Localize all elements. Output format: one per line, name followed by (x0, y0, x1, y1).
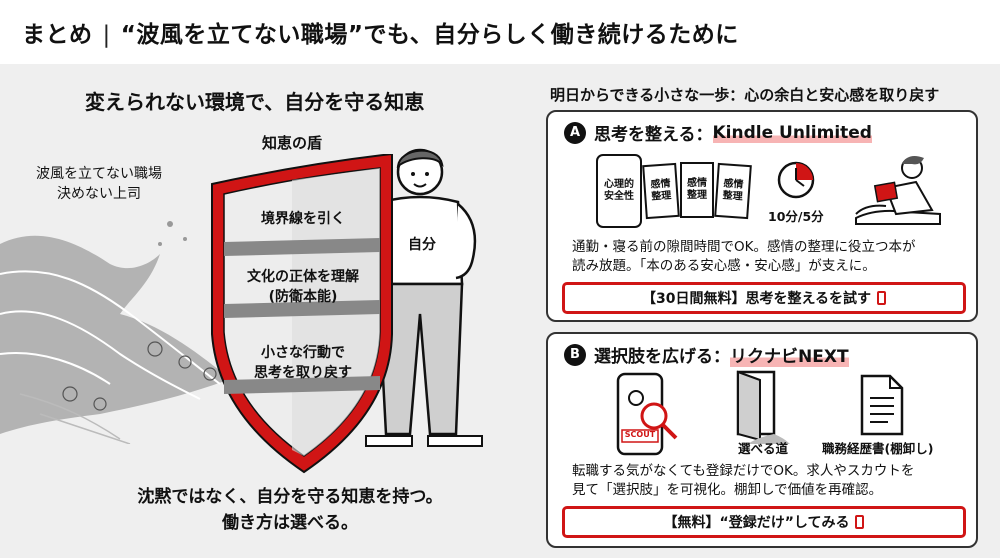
book-icon: 感情 整理 (642, 162, 680, 220)
shield-row-action: 小さな行動で (261, 345, 345, 361)
book-icon: 感情 整理 (680, 162, 714, 218)
wave-illustration (0, 221, 230, 444)
try-kindle-label: 【30日間無料】思考を整えるを試す (641, 291, 872, 307)
card-b-desc-line-2: 見て「選択肢」を可視化。棚卸しで価値を再確認。 (572, 482, 883, 498)
card-a-desc-line-2: 読み放題。「本のある安心感・安心感」が支えに。 (572, 258, 876, 274)
wave-line-2: 決めない上司 (57, 186, 141, 202)
title-separator: | (102, 22, 111, 48)
shield-row-culture-sub: (防衛本能) (268, 289, 338, 305)
card-a-title-brand: Kindle Unlimited (712, 122, 872, 143)
conclusion-line-1: 沈黙ではなく、自分を守る知恵を持つ。 (137, 487, 443, 507)
self-label: 自分 (408, 237, 436, 253)
phone-icon (855, 515, 865, 529)
card-a-description: 通勤・寝る前の隙間時間でOK。感情の整理に役立つ本が 読み放題。「本のある安心感… (572, 238, 972, 276)
card-b-title: B 選択肢を広げる： リクナビNEXT (564, 342, 849, 367)
tablet-text-1: 心理的 (604, 179, 634, 190)
shield-icon (211, 154, 393, 474)
door-label: 選べる道 (738, 441, 789, 456)
wave-text: 波風を立てない職場 決めない上司 (36, 164, 162, 204)
card-b-title-prefix: 選択肢を広げる： (594, 347, 730, 367)
document-label: 職務経歴書(棚卸し) (822, 441, 934, 456)
card-a-title: A 思考を整える： Kindle Unlimited (564, 120, 872, 145)
card-b-desc-line-1: 転職する気がなくても登録だけでOK。求人やスカウトを (572, 463, 915, 479)
card-a-title-prefix: 思考を整える： (594, 125, 713, 145)
card-rikunabi: B 選択肢を広げる： リクナビNEXT SCOUT 選べる道 職務経歴書(棚卸し… (546, 332, 978, 548)
book-text-2: 整理 (651, 190, 672, 203)
conclusion-line-2: 働き方は選べる。 (222, 513, 358, 533)
right-heading: 明日からできる小さな一歩：心の余白と安心感を取り戻す (550, 86, 940, 104)
page-title: まとめ | “波風を立てない職場”でも、自分らしく働き続けるために (22, 15, 739, 49)
register-rikunabi-label: 【無料】“登録だけ”してみる (663, 515, 850, 531)
book-text-2: 整理 (687, 190, 707, 201)
card-kindle: A 思考を整える： Kindle Unlimited 心理的 安全性 感情 整理… (546, 110, 978, 322)
book-icon: 感情 整理 (714, 162, 752, 220)
card-b-title-brand: リクナビNEXT (730, 342, 849, 367)
title-bar: まとめ | “波風を立てない職場”でも、自分らしく働き続けるために (0, 0, 1000, 64)
book-text-1: 感情 (687, 178, 707, 189)
register-rikunabi-button[interactable]: 【無料】“登録だけ”してみる (562, 506, 966, 538)
card-a-badge: A (564, 121, 586, 144)
title-main: “波風を立てない職場”でも、自分らしく働き続けるために (120, 22, 739, 48)
timer-label: 10分/5分 (768, 209, 824, 224)
tablet-icon: 心理的 安全性 (596, 154, 642, 228)
person-illustration (365, 148, 483, 447)
wave-line-1: 波風を立てない職場 (36, 166, 162, 182)
left-heading: 変えられない環境で、自分を守る知恵 (85, 90, 425, 114)
card-a-desc-line-1: 通勤・寝る前の隙間時間でOK。感情の整理に役立つ本が (572, 239, 916, 255)
reading-person-icon (855, 156, 941, 225)
try-kindle-button[interactable]: 【30日間無料】思考を整えるを試す (562, 282, 966, 314)
shield-row-boundary: 境界線を引く (261, 211, 345, 227)
card-b-description: 転職する気がなくても登録だけでOK。求人やスカウトを 見て「選択肢」を可視化。棚… (572, 462, 972, 500)
document-icon (860, 374, 904, 436)
timer-icon (777, 161, 815, 199)
smartphone-scout-icon (616, 372, 678, 456)
book-text-2: 整理 (722, 190, 743, 203)
title-prefix: まとめ (22, 22, 93, 48)
phone-icon (877, 291, 887, 305)
scout-label: SCOUT (624, 430, 656, 439)
right-panel: 明日からできる小さな一歩：心の余白と安心感を取り戻す A 思考を整える： Kin… (540, 64, 1000, 558)
door-icon (736, 370, 790, 444)
shield-label: 知恵の盾 (262, 134, 323, 152)
card-b-badge: B (564, 343, 586, 366)
left-panel: 変えられない環境で、自分を守る知恵 波風を立てない職場 決めない上司 知恵の盾 … (0, 64, 540, 558)
shield-row-action-sub: 思考を取り戻す (254, 365, 352, 381)
tablet-text-2: 安全性 (604, 191, 634, 202)
conclusion: 沈黙ではなく、自分を守る知恵を持つ。 働き方は選べる。 (100, 484, 480, 536)
shield-row-culture: 文化の正体を理解 (247, 269, 359, 285)
